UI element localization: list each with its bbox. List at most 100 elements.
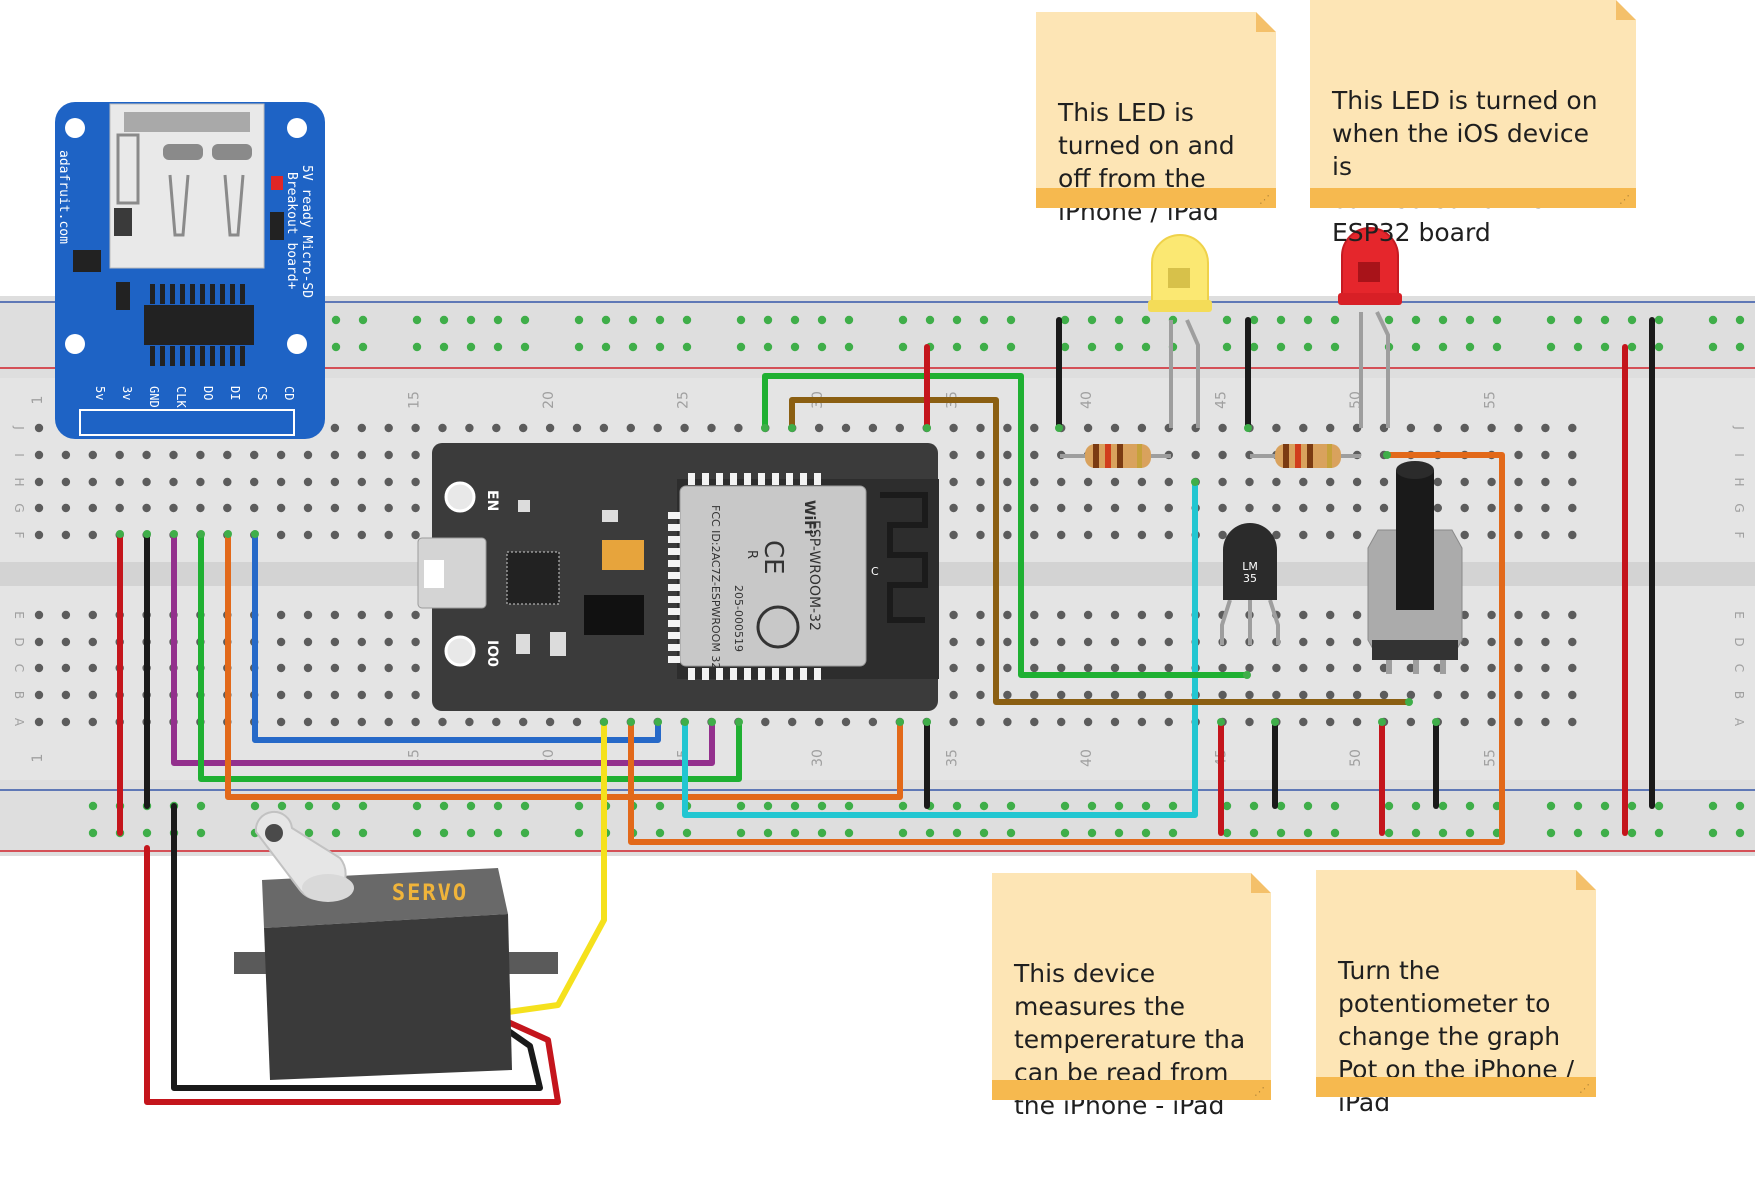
breadboard-hole (303, 477, 313, 487)
red-led-leg-2 (1375, 311, 1390, 428)
sd-spring-1 (168, 174, 190, 237)
breadboard-hole (841, 717, 851, 727)
sd-mount-hole-br (287, 334, 307, 354)
breadboard-hole (1460, 530, 1469, 540)
rail-hole (412, 342, 422, 352)
row-letter-left: C (12, 664, 26, 672)
note-bar: ⋰ (1316, 1077, 1596, 1097)
rail-hole (1735, 342, 1745, 352)
pot-pin-3 (1440, 650, 1446, 674)
esp32-module-pad (688, 668, 695, 680)
rail-hole (304, 801, 314, 811)
wire-end-dot (923, 424, 931, 432)
breadboard-hole (330, 530, 340, 540)
breadboard-hole (357, 717, 366, 727)
breadboard-hole (1164, 477, 1174, 487)
esp32-usb-inner (424, 560, 444, 588)
sd-pin-label: 3v (120, 386, 134, 400)
note-bar: ⋰ (992, 1080, 1271, 1100)
rail-hole (493, 828, 503, 838)
esp32-module-pad (668, 608, 680, 615)
breadboard-hole (1030, 690, 1039, 700)
rail-hole (1006, 315, 1016, 325)
row-letter-left: H (12, 477, 26, 486)
breadboard-hole (1057, 503, 1066, 513)
rail-hole (1087, 801, 1097, 811)
breadboard-hole (1514, 610, 1523, 620)
breadboard-hole (1568, 637, 1577, 647)
breadboard-hole (115, 450, 124, 460)
rail-hole (1276, 342, 1286, 352)
breadboard-hole (1514, 503, 1523, 513)
esp32-small-part-2 (602, 510, 618, 522)
breadboard-hole (1299, 610, 1308, 620)
rail-hole (1492, 315, 1502, 325)
row-letter-right: I (1732, 453, 1746, 457)
breadboard-hole (357, 503, 366, 513)
rail-hole (1222, 828, 1232, 838)
rail-hole (1141, 801, 1151, 811)
breadboard-hole (142, 450, 151, 460)
breadboard-hole (976, 663, 985, 673)
breadboard-hole (1057, 530, 1066, 540)
breadboard-hole (1326, 503, 1335, 513)
breadboard-hole (1326, 477, 1335, 487)
breadboard-hole (1057, 690, 1066, 700)
breadboard-hole (949, 637, 958, 647)
rail-hole (628, 342, 638, 352)
resistor-2-band-2 (1295, 444, 1301, 468)
breadboard-hole (1568, 503, 1577, 513)
breadboard-hole (1110, 477, 1120, 487)
rail-hole (466, 342, 476, 352)
wire-green-2 (762, 373, 1250, 678)
breadboard-hole (949, 663, 958, 673)
rail-hole (1303, 342, 1313, 352)
breadboard-hole (1406, 717, 1416, 727)
breadboard-hole (1487, 663, 1496, 673)
breadboard-hole (1514, 530, 1523, 540)
breadboard-hole (976, 423, 985, 433)
rail-hole (1573, 315, 1583, 325)
rail-hole (1087, 828, 1097, 838)
breadboard-hole (1272, 477, 1281, 487)
wire-purple (171, 531, 715, 766)
breadboard-hole (330, 450, 340, 460)
wire-end-dot (761, 424, 769, 432)
wire-end-dot (896, 718, 904, 726)
sd-mount-hole-bl (65, 334, 85, 354)
rail-hole (1708, 315, 1718, 325)
breadboard-hole (1568, 690, 1577, 700)
breadboard-hole (34, 450, 44, 460)
rail-hole (1222, 801, 1232, 811)
rail-hole (1735, 315, 1745, 325)
breadboard-hole (1541, 610, 1550, 620)
sd-pin-label: GND (147, 386, 161, 408)
rail-hole (1303, 828, 1313, 838)
breadboard-hole (357, 610, 366, 620)
rail-hole (493, 801, 503, 811)
column-number-top: 40 (1079, 391, 1095, 409)
breadboard-hole (1272, 663, 1281, 673)
breadboard-hole (1057, 477, 1066, 487)
breadboard-hole (1568, 610, 1577, 620)
rail-hole (1087, 315, 1097, 325)
breadboard-hole (1003, 423, 1012, 433)
wire-end-dot (1383, 451, 1391, 459)
sd-chip-pin (240, 284, 245, 304)
rail-hole (439, 315, 449, 325)
rail-hole (466, 828, 476, 838)
breadboard-hole (1460, 717, 1469, 727)
breadboard-hole (1326, 423, 1335, 433)
rail-hole (1168, 801, 1178, 811)
breadboard-hole (1003, 503, 1012, 513)
esp32-module-pad (668, 644, 680, 651)
breadboard-hole (1460, 637, 1469, 647)
rail-hole (790, 342, 800, 352)
sd-mount-hole-tl (65, 118, 85, 138)
rail-hole (412, 315, 422, 325)
breadboard-hole (1541, 450, 1550, 460)
breadboard-hole (949, 690, 958, 700)
breadboard-hole (1379, 477, 1389, 487)
row-letter-left: A (12, 718, 26, 727)
